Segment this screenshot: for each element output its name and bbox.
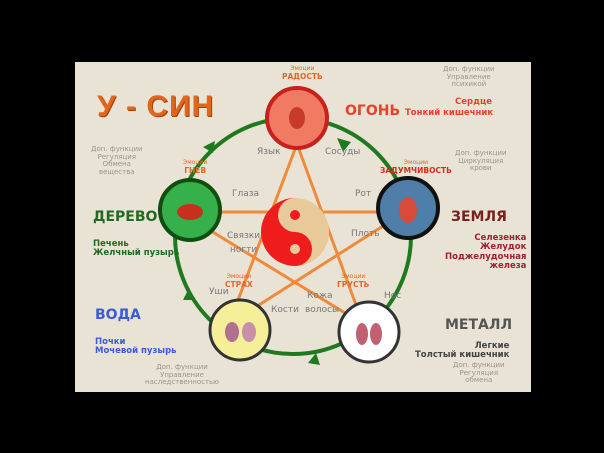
wu-xing-diagram <box>158 86 440 365</box>
sense-bones: Кости <box>271 305 299 315</box>
sense-skin: Кожа <box>307 291 333 301</box>
metal-circle <box>337 300 401 364</box>
arrow-icon <box>183 288 195 300</box>
sense-tongue: Язык <box>257 147 281 157</box>
water-label: ВОДА <box>95 307 141 323</box>
sense-nose: Нос <box>384 291 402 301</box>
arrow-icon <box>337 138 351 152</box>
sense-mouth: Рот <box>355 189 372 199</box>
fire-label: ОГОНЬ <box>345 103 401 119</box>
fire-organ: Сердце <box>455 97 493 107</box>
lungs-icon <box>356 323 368 345</box>
sense-nails: ногти <box>230 245 258 255</box>
sense-flesh: Плоть <box>351 229 380 239</box>
yin-yang-icon <box>261 198 329 266</box>
sense-hair: волосы <box>305 305 340 315</box>
sense-ligaments: Связки <box>227 231 261 241</box>
fire-organ: Тонкий кишечник <box>405 108 494 118</box>
sense-vessels: Сосуды <box>325 147 361 157</box>
arrow-icon <box>308 353 320 365</box>
arrow-icon <box>203 141 215 153</box>
earth-label: ЗЕМЛЯ <box>451 209 507 225</box>
liver-icon <box>177 204 203 220</box>
kidneys-icon <box>225 322 239 342</box>
wood-label: ДЕРЕВО <box>93 209 158 225</box>
fire-circle <box>265 86 329 150</box>
spleen-icon <box>399 197 417 223</box>
heart-icon <box>289 107 305 129</box>
wood-circle <box>158 178 222 242</box>
sense-eyes: Глаза <box>232 189 260 199</box>
page-title: У - СИН <box>97 90 215 123</box>
sense-ears: Уши <box>209 287 229 297</box>
earth-circle <box>376 176 440 240</box>
water-circle <box>208 298 272 362</box>
metal-label: МЕТАЛЛ <box>445 317 513 333</box>
